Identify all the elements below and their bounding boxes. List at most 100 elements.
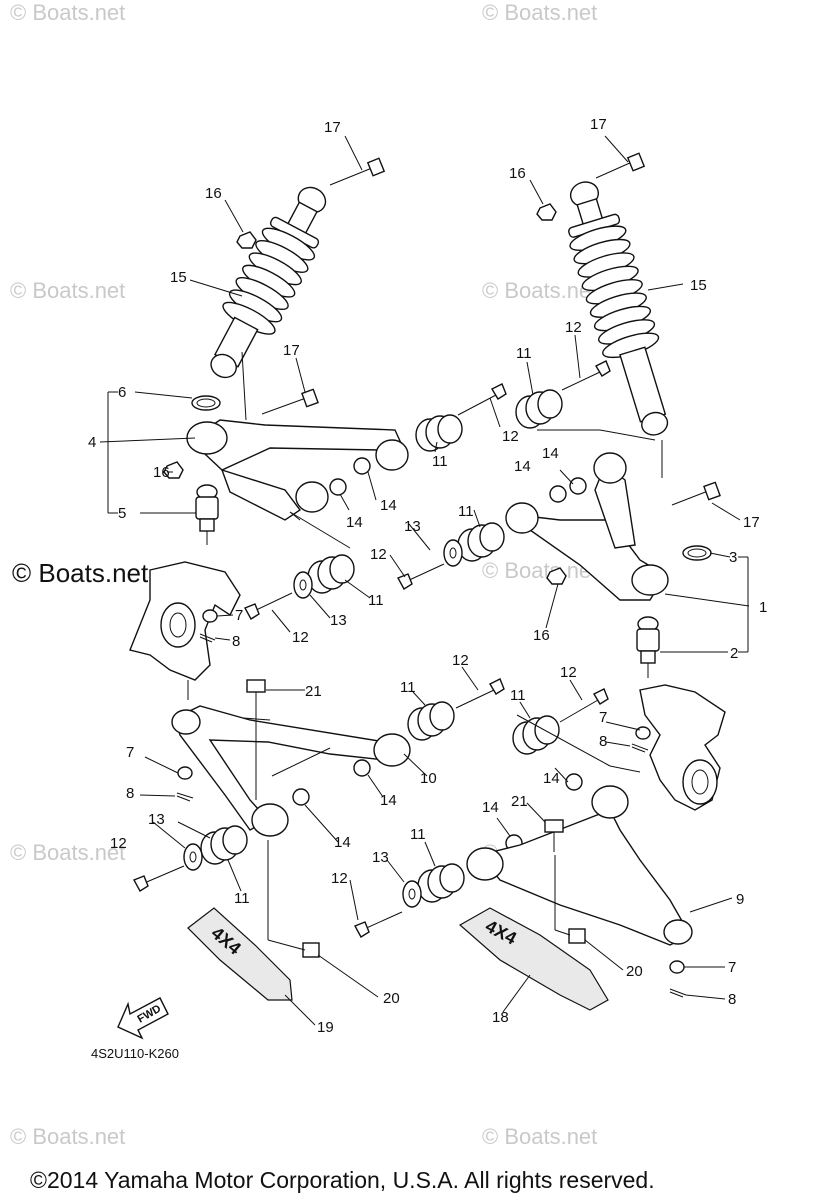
left-knuckle bbox=[129, 561, 241, 700]
bushing-11-b bbox=[515, 389, 563, 429]
bushing-11-a bbox=[415, 414, 463, 452]
collar-14-a bbox=[329, 478, 347, 496]
callout-12-c: 12 bbox=[370, 546, 387, 563]
callout-3: 3 bbox=[729, 549, 737, 566]
callout-8-b: 8 bbox=[599, 733, 607, 750]
callout-7-c: 7 bbox=[126, 744, 134, 761]
callout-12-g: 12 bbox=[110, 835, 127, 852]
callout-16-c: 16 bbox=[153, 464, 170, 481]
bolt-12-d bbox=[244, 592, 293, 620]
callout-14-d: 14 bbox=[346, 514, 363, 531]
fwd-arrow: FWD bbox=[117, 997, 169, 1040]
bolt-12-a bbox=[457, 383, 507, 416]
nut-7-d bbox=[669, 960, 685, 974]
bolt-12-c bbox=[397, 563, 445, 590]
callout-13-b: 13 bbox=[330, 612, 347, 629]
clip-20-b bbox=[568, 928, 586, 944]
watermark-top-right: © Boats.net bbox=[482, 0, 597, 25]
bolt-17-left-top bbox=[329, 157, 386, 186]
callout-19: 19 bbox=[317, 1019, 334, 1036]
nut-16-c bbox=[163, 461, 184, 479]
callout-6: 6 bbox=[118, 384, 126, 401]
callout-14-f: 14 bbox=[380, 792, 397, 809]
callout-11-b: 11 bbox=[432, 453, 448, 470]
collar-14-f bbox=[292, 788, 310, 806]
lower-arm-left-10 bbox=[171, 705, 411, 837]
bushings bbox=[200, 389, 563, 903]
bolt-21-a bbox=[246, 679, 266, 712]
hardware-parts bbox=[163, 152, 721, 678]
bushing-11-d bbox=[307, 554, 355, 594]
nut-7-a bbox=[202, 609, 218, 623]
callout-11-c: 11 bbox=[458, 503, 474, 520]
watermark-group: © Boats.net © Boats.net © Boats.net © Bo… bbox=[10, 0, 597, 1149]
collar-14-d bbox=[569, 477, 587, 495]
washer-13-a bbox=[443, 539, 463, 567]
callout-16-a: 16 bbox=[205, 185, 222, 202]
right-knuckle bbox=[639, 684, 726, 811]
callout-12-d: 12 bbox=[292, 629, 309, 646]
bushing-11-g bbox=[200, 825, 248, 865]
callout-14-a: 14 bbox=[542, 445, 559, 462]
callout-12-f: 12 bbox=[560, 664, 577, 681]
pin-8-b bbox=[176, 792, 194, 802]
watermark-mid-right: © Boats.net bbox=[482, 278, 597, 303]
bolt-21-b bbox=[544, 819, 564, 852]
bushing-11-f bbox=[512, 715, 560, 755]
nut-7-b bbox=[177, 766, 193, 780]
callout-16-d: 16 bbox=[533, 627, 550, 644]
collar-14-b bbox=[353, 457, 371, 475]
washer-13-b bbox=[293, 571, 313, 599]
callout-13-a: 13 bbox=[404, 518, 421, 535]
bolt-12-h bbox=[354, 911, 403, 938]
nut-7-c bbox=[635, 726, 651, 740]
callout-13-d: 13 bbox=[372, 849, 389, 866]
nut-16-d bbox=[546, 567, 567, 585]
watermark-bottom-right: © Boats.net bbox=[482, 1124, 597, 1149]
bolt-17-right-arm bbox=[671, 481, 721, 506]
watermark-top-left: © Boats.net bbox=[10, 0, 125, 25]
callout-14-b: 14 bbox=[514, 458, 531, 475]
copyright-text: ©2014 Yamaha Motor Corporation, U.S.A. A… bbox=[30, 1167, 655, 1193]
callout-10: 10 bbox=[420, 770, 437, 787]
callout-11-d: 11 bbox=[368, 592, 384, 609]
watermark-mid-left: © Boats.net bbox=[10, 278, 125, 303]
callout-20-a: 20 bbox=[626, 963, 643, 980]
bolt-12-e bbox=[455, 678, 505, 709]
callout-14-h: 14 bbox=[334, 834, 351, 851]
callout-18: 18 bbox=[492, 1009, 509, 1026]
callout-8-c: 8 bbox=[126, 785, 134, 802]
washer-13-c bbox=[183, 843, 203, 871]
callout-14-e: 14 bbox=[543, 770, 560, 787]
collar-14-g bbox=[565, 773, 583, 791]
bushing-11-c bbox=[457, 522, 505, 562]
callout-15-b: 15 bbox=[690, 277, 707, 294]
watermark-bottom-left: © Boats.net bbox=[10, 1124, 125, 1149]
guard-19: 4X4 bbox=[187, 907, 293, 1001]
bolt-17-left-arm bbox=[261, 388, 319, 415]
callout-14-g: 14 bbox=[482, 799, 499, 816]
callout-12-e: 12 bbox=[452, 652, 469, 669]
callout-17-d: 17 bbox=[743, 514, 760, 531]
upper-arm-right-1 bbox=[505, 452, 669, 601]
callout-7-a: 7 bbox=[235, 607, 243, 624]
callout-14-c: 14 bbox=[380, 497, 397, 514]
callout-12-b: 12 bbox=[502, 428, 519, 445]
callout-11-e: 11 bbox=[400, 679, 416, 696]
callout-11-f: 11 bbox=[510, 687, 526, 704]
pin-8-c bbox=[631, 743, 649, 753]
callout-11-a: 11 bbox=[516, 345, 532, 362]
ball-joint-5 bbox=[195, 484, 219, 545]
ball-joint-2 bbox=[636, 616, 660, 678]
bolt-12-g bbox=[133, 865, 185, 892]
callout-labels: 17 17 16 16 15 15 17 12 11 6 4 16 5 12 1… bbox=[88, 116, 767, 1036]
callout-1: 1 bbox=[759, 599, 767, 616]
bushing-11-h bbox=[417, 863, 465, 903]
washers-and-collars bbox=[183, 457, 587, 908]
guard-18: 4X4 bbox=[458, 907, 609, 1011]
callout-9: 9 bbox=[736, 891, 744, 908]
bolt-17-right-top bbox=[595, 152, 646, 179]
callout-17-c: 17 bbox=[283, 342, 300, 359]
callout-15-a: 15 bbox=[170, 269, 187, 286]
bolt-12-b bbox=[561, 360, 611, 391]
